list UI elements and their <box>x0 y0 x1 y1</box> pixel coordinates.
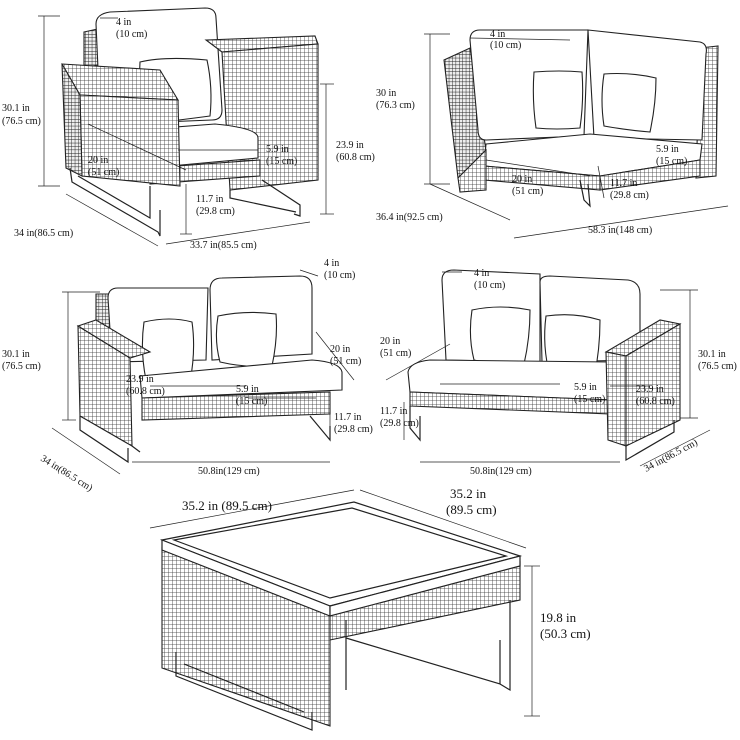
armchair-dimension-lines <box>38 15 334 247</box>
armchair-seat-height-cm: (29.8 cm) <box>196 206 235 217</box>
left-loveseat-back-cushion-cm: (10 cm) <box>324 270 355 281</box>
right-loveseat-seat-cushion-cm: (15 cm) <box>574 394 605 405</box>
left-loveseat-height-cm: (76.5 cm) <box>2 361 41 372</box>
armchair-height-cm: (76.5 cm) <box>2 116 41 127</box>
left-loveseat-seat-depth-cm: (51 cm) <box>330 356 361 367</box>
left-loveseat-arm-height-cm: (60.8 cm) <box>126 386 165 397</box>
armchair-arm-height-cm: (60.8 cm) <box>336 152 375 163</box>
armchair-back-cushion-in: 4 in <box>116 17 131 28</box>
left-loveseat-dimension-lines <box>51 269 355 475</box>
right-loveseat-arm-height-cm: (60.8 cm) <box>636 396 675 407</box>
left-loveseat-height-in: 30.1 in <box>2 349 30 360</box>
right-loveseat-drawing <box>407 269 682 462</box>
right-loveseat-back-cushion-cm: (10 cm) <box>474 280 505 291</box>
table-labels: 35.2 in (89.5 cm) 35.2 in (89.5 cm) 19.8… <box>182 486 591 641</box>
left-loveseat-arm-height-in: 23.9 in <box>126 374 154 385</box>
right-loveseat-seat-cushion-in: 5.9 in <box>574 382 597 393</box>
armchair-seat-cushion-in: 5.9 in <box>266 144 289 155</box>
right-loveseat-height-cm: (76.5 cm) <box>698 361 737 372</box>
left-loveseat-width: 50.8in(129 cm) <box>198 466 260 477</box>
right-loveseat-seat-depth-in: 20 in <box>380 336 400 347</box>
armchair-height-in: 30.1 in <box>2 103 30 114</box>
armchair-labels: 4 in (10 cm) 30.1 in (76.5 cm) 23.9 in (… <box>2 17 375 251</box>
corner-depth: 36.4 in(92.5 cm) <box>376 212 443 223</box>
armchair-seat-height-in: 11.7 in <box>196 194 223 205</box>
table-width-label: 35.2 in (89.5 cm) <box>182 498 272 513</box>
armchair-seat-depth-in: 20 in <box>88 155 108 166</box>
right-loveseat-arm-height-in: 23.9 in <box>636 384 664 395</box>
corner-back-cushion-in: 4 in <box>490 29 505 40</box>
armchair-arm-height-in: 23.9 in <box>336 140 364 151</box>
armchair-seat-cushion-cm: (15 cm) <box>266 156 297 167</box>
left-loveseat-seat-height-cm: (29.8 cm) <box>334 424 373 435</box>
right-loveseat-dimension-lines <box>385 271 711 467</box>
corner-height-in: 30 in <box>376 88 396 99</box>
corner-seat-depth-in: 20 in <box>512 174 532 185</box>
right-loveseat-seat-height-in: 11.7 in <box>380 406 407 417</box>
corner-height-cm: (76.3 cm) <box>376 100 415 111</box>
armchair-width: 33.7 in(85.5 cm) <box>190 240 257 251</box>
left-loveseat-seat-depth-in: 20 in <box>330 344 350 355</box>
table-depth-cm: (89.5 cm) <box>446 502 497 517</box>
corner-dimension-lines <box>424 33 729 239</box>
right-loveseat-height-in: 30.1 in <box>698 349 726 360</box>
right-loveseat-width: 50.8in(129 cm) <box>470 466 532 477</box>
corner-seat-height-in: 11.7 in <box>610 178 637 189</box>
left-loveseat-seat-cushion-cm: (15 cm) <box>236 396 267 407</box>
armchair-back-cushion-cm: (10 cm) <box>116 29 147 40</box>
corner-seat-height-cm: (29.8 cm) <box>610 190 649 201</box>
table-height-cm: (50.3 cm) <box>540 626 591 641</box>
right-loveseat-seat-height-cm: (29.8 cm) <box>380 418 419 429</box>
left-loveseat-back-cushion-in: 4 in <box>324 258 339 269</box>
corner-drawing <box>443 29 719 208</box>
corner-seat-depth-cm: (51 cm) <box>512 186 543 197</box>
corner-width: 58.3 in(148 cm) <box>588 225 652 236</box>
left-loveseat-depth: 34 in(86.5 cm) <box>38 453 94 494</box>
right-loveseat-depth: 34 in(86.5 cm) <box>642 437 699 474</box>
right-loveseat-back-cushion-in: 4 in <box>474 268 489 279</box>
table-depth-in: 35.2 in <box>450 486 487 501</box>
left-loveseat-drawing <box>76 275 343 464</box>
armchair-depth: 34 in(86.5 cm) <box>14 228 73 239</box>
table-height-in: 19.8 in <box>540 610 577 625</box>
corner-seat-cushion-in: 5.9 in <box>656 144 679 155</box>
left-loveseat-seat-cushion-in: 5.9 in <box>236 384 259 395</box>
corner-labels: 4 in (10 cm) 30 in (76.3 cm) 20 in (51 c… <box>376 29 687 236</box>
corner-back-cushion-cm: (10 cm) <box>490 40 521 51</box>
armchair-drawing <box>61 7 319 237</box>
table-drawing <box>159 501 523 731</box>
corner-seat-cushion-cm: (15 cm) <box>656 156 687 167</box>
armchair-seat-depth-cm: (51 cm) <box>88 167 119 178</box>
table-dimension-lines <box>149 489 540 717</box>
left-loveseat-seat-height-in: 11.7 in <box>334 412 361 423</box>
right-loveseat-seat-depth-cm: (51 cm) <box>380 348 411 359</box>
